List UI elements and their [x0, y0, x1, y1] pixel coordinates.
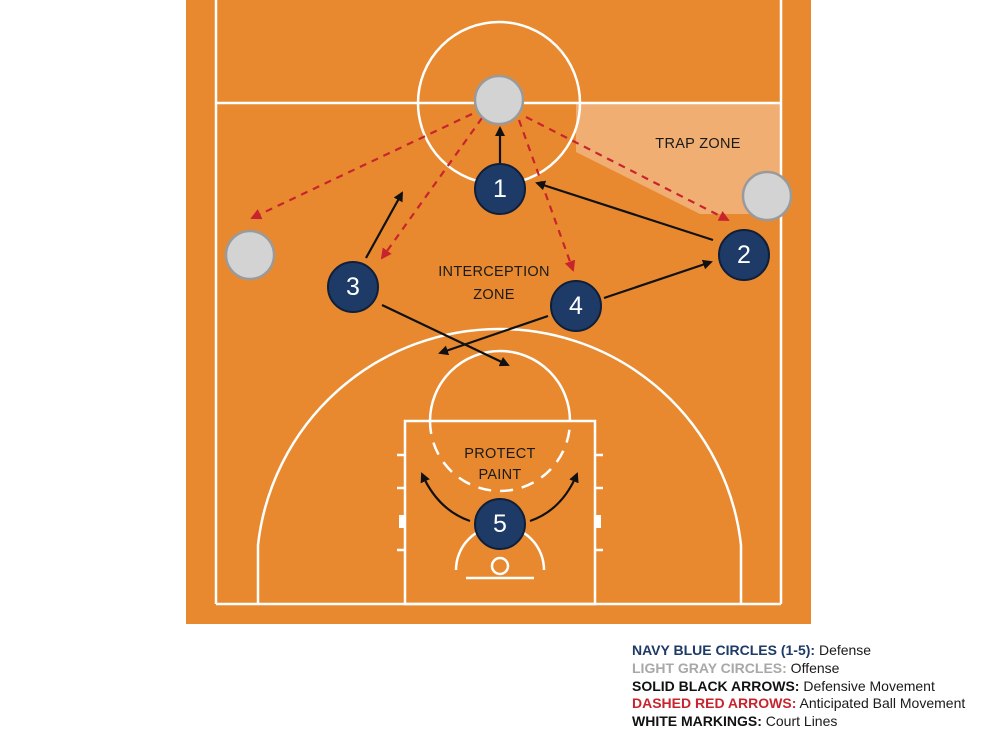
trap-zone-label: TRAP ZONE — [655, 136, 740, 152]
legend-key: LIGHT GRAY CIRCLES: — [632, 659, 787, 676]
defense-player-label: 4 — [569, 292, 583, 320]
legend-key: NAVY BLUE CIRCLES (1-5): — [632, 642, 816, 658]
legend-key: WHITE MARKINGS: — [632, 713, 762, 730]
move-arrow-4-right — [603, 259, 713, 300]
defense-player-label: 1 — [493, 175, 507, 203]
legend: NAVY BLUE CIRCLES (1-5): Defense LIGHT G… — [632, 642, 965, 731]
free-throw-circle-bottom — [428, 420, 572, 493]
move-arrow-4-left — [438, 314, 549, 356]
defense-player-1: 1 — [474, 163, 526, 215]
legend-desc: Defense — [815, 642, 872, 658]
lane-block-right — [595, 515, 601, 528]
legend-key: DASHED RED ARROWS: — [632, 695, 797, 712]
three-point-arc — [256, 327, 743, 604]
pass-arrow-right-elbow — [517, 119, 576, 272]
protect-paint-label-line2: PAINT — [478, 467, 521, 483]
legend-row-offense: LIGHT GRAY CIRCLES: Offense — [632, 660, 965, 678]
free-throw-circle-top — [428, 349, 572, 422]
defensive-arrows — [365, 126, 714, 523]
defense-player-5: 5 — [474, 498, 526, 550]
interception-zone-label-line1: INTERCEPTION — [438, 264, 550, 280]
offense-player-right — [741, 170, 793, 222]
defense-player-2: 2 — [718, 229, 770, 281]
defense-player-label: 5 — [493, 510, 507, 538]
ball-movement-arrows — [250, 113, 730, 272]
paint-lane — [403, 419, 597, 606]
hoop — [490, 556, 510, 576]
defense-player-3: 3 — [327, 261, 379, 313]
legend-desc: Anticipated Ball Movement — [796, 695, 966, 712]
pass-arrow-right-wing — [525, 116, 730, 221]
defense-players: 1 2 3 4 5 — [327, 163, 770, 550]
legend-key: SOLID BLACK ARROWS: — [632, 677, 800, 694]
defense-player-label: 3 — [346, 273, 360, 301]
interception-zone-label-line2: ZONE — [473, 287, 515, 303]
move-arrow-5-right — [529, 472, 579, 523]
lane-hash-marks — [397, 453, 603, 552]
move-arrow-3-up — [365, 191, 403, 259]
legend-row-defense: NAVY BLUE CIRCLES (1-5): Defense — [632, 642, 965, 660]
defense-player-4: 4 — [550, 280, 602, 332]
offense-players — [224, 74, 793, 281]
lane-block-left — [399, 515, 405, 528]
move-arrow-5-left — [420, 472, 471, 523]
move-arrow-3-down — [381, 304, 510, 367]
legend-desc: Offense — [786, 659, 840, 676]
legend-row-dashed-arrows: DASHED RED ARROWS: Anticipated Ball Move… — [632, 695, 965, 713]
legend-desc: Court Lines — [761, 713, 838, 730]
legend-row-court-lines: WHITE MARKINGS: Court Lines — [632, 713, 965, 731]
trap-zone — [576, 104, 781, 214]
move-arrow-2 — [535, 180, 714, 242]
offense-player-top — [473, 74, 525, 126]
pass-arrow-left-wing — [250, 113, 473, 220]
legend-row-solid-arrows: SOLID BLACK ARROWS: Defensive Movement — [632, 678, 965, 696]
legend-desc: Defensive Movement — [799, 677, 935, 694]
defense-player-label: 2 — [737, 241, 751, 269]
court-lines — [214, 0, 783, 606]
offense-player-left — [224, 229, 276, 281]
protect-paint-label-line1: PROTECT — [464, 446, 535, 462]
pass-arrow-left-elbow — [380, 117, 483, 260]
